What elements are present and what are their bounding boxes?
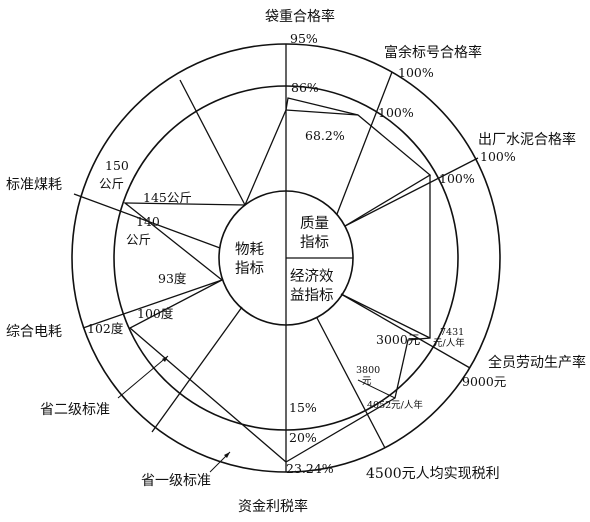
svg-text:元: 元 [362, 376, 372, 387]
axis-factory-cement [344, 157, 479, 227]
label-rich-label: 富余标号合格率 [384, 44, 482, 61]
svg-text:益指标: 益指标 [290, 287, 334, 304]
svg-text:140: 140 [136, 214, 160, 229]
value-coal-inner: 145公斤 [143, 190, 192, 205]
value-rich-inner: 100% [378, 105, 414, 120]
value-rich-outer: 100% [398, 65, 434, 80]
value-bag-outer: 95% [290, 31, 318, 46]
arrow-provincial-2 [117, 355, 169, 399]
axis-rich-label [336, 71, 393, 215]
value-capital-outer: 23.24% [286, 461, 334, 476]
label-per-capita-tax: 4500元人均实现税利 [366, 466, 500, 482]
svg-text:质量: 质量 [300, 215, 329, 232]
value-labor-actual: 3000元 [376, 332, 420, 347]
svg-text:物耗: 物耗 [235, 241, 264, 258]
legend-provincial-1: 省一级标准 [141, 473, 211, 489]
axis-lower-left [151, 306, 243, 433]
quality-polygon [244, 97, 432, 227]
arrowhead-provincial-2 [162, 356, 168, 362]
label-capital-tax: 资金利税率 [238, 498, 308, 515]
label-bag-weight: 袋重合格率 [265, 8, 335, 25]
svg-text:3800: 3800 [356, 365, 380, 376]
tax-link [357, 379, 396, 399]
material-polygon [123, 202, 287, 463]
value-coal-outer: 150 公斤 [99, 158, 129, 191]
axis-upper-left [179, 79, 246, 206]
svg-text:经济效: 经济效 [290, 268, 334, 285]
axis-labor [340, 293, 471, 369]
value-tax-actual: 4052元/人年 [367, 399, 423, 411]
value-bag-inner: 86% [291, 80, 319, 95]
value-factory-outer: 100% [480, 149, 516, 164]
material-indicator-label: 物耗 指标 [235, 241, 264, 277]
value-factory-inner: 100% [439, 171, 475, 186]
svg-text:公斤: 公斤 [99, 176, 124, 191]
svg-text:元/人年: 元/人年 [433, 337, 465, 349]
value-power-outer: 102度 [87, 321, 124, 336]
quality-indicator-label: 质量 指标 [300, 215, 329, 251]
svg-text:150: 150 [105, 158, 129, 173]
label-labor: 全员劳动生产率 [488, 354, 586, 371]
value-capital-mid: 20% [289, 430, 317, 445]
quality-link [285, 109, 359, 116]
svg-text:7431: 7431 [440, 327, 464, 338]
arrowhead-provincial-1 [224, 452, 230, 458]
svg-text:指标: 指标 [235, 260, 264, 277]
label-std-coal: 标准煤耗 [6, 177, 62, 193]
economic-polygon [285, 175, 431, 463]
value-labor-outer: 9000元 [462, 374, 506, 389]
label-factory-cement: 出厂水泥合格率 [478, 131, 576, 148]
legend-provincial-2: 省二级标准 [40, 402, 110, 418]
value-capital-inner: 15% [289, 400, 317, 415]
axis-power [82, 279, 223, 329]
svg-text:指标: 指标 [300, 234, 329, 251]
value-bag-actual: 68.2% [305, 128, 345, 143]
economic-link [340, 293, 431, 339]
value-coal-actual: 140 公斤 [126, 214, 160, 247]
axis-per-capita-tax [316, 317, 386, 449]
svg-text:公斤: 公斤 [126, 232, 151, 247]
value-labor-inner: 7431 元/人年 [433, 327, 465, 349]
value-tax-inner: 3800 元 [356, 365, 380, 387]
value-power-inner: 100度 [137, 306, 174, 321]
value-power-actual: 93度 [158, 271, 187, 286]
label-power: 综合电耗 [6, 324, 62, 340]
economic-indicator-label: 经济效 益指标 [290, 268, 334, 304]
